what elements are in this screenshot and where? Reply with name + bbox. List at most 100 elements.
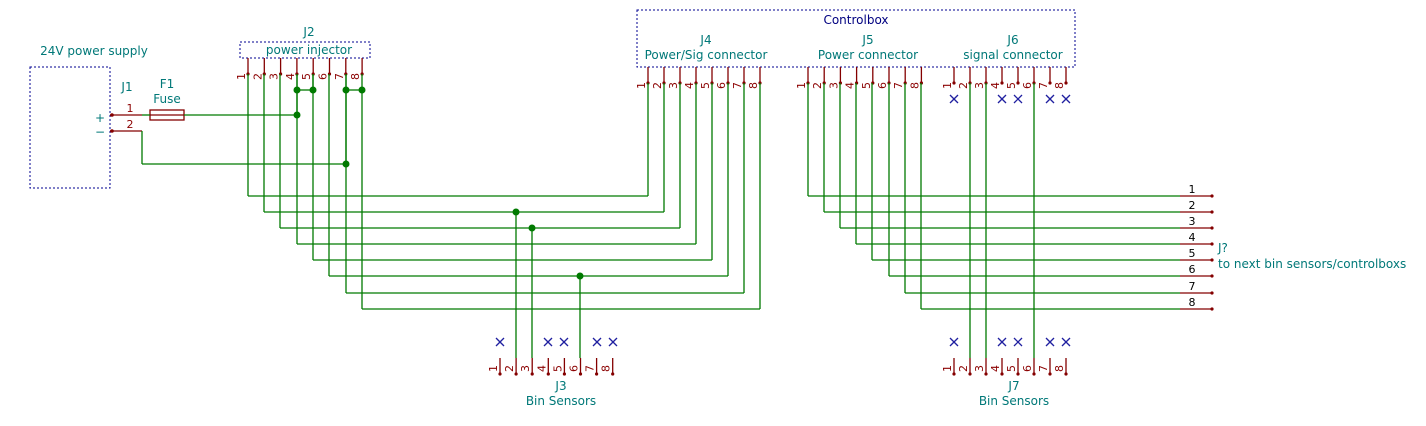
no-connect-j3-pin1: [495, 337, 505, 347]
junction-gnd-feed: [342, 160, 350, 168]
j4-value: Power/Sig connector: [645, 48, 768, 62]
no-connect-j7-pin7: [1045, 337, 1055, 347]
j7-pin7-end: [1048, 372, 1052, 376]
j2-box: [239, 41, 371, 59]
j6-pin4-label: 4: [989, 82, 1002, 89]
j3-pin4-end: [546, 372, 550, 376]
j5-pin3-label: 3: [827, 82, 840, 89]
no-connect-j6-pin7-b: [1045, 94, 1055, 104]
j5-pin4-label: 4: [844, 82, 857, 89]
j3-pin4-label: 4: [535, 365, 548, 372]
j4-pin8-label: 8: [747, 82, 760, 89]
junction-j2-pin7: [342, 86, 350, 94]
junction-j2-pin4: [293, 86, 301, 94]
j3-pin1-end: [498, 372, 502, 376]
junction-row2-j3: [512, 208, 520, 216]
j6-pin2-label: 2: [957, 82, 970, 89]
j3-pin5-label: 5: [551, 365, 564, 372]
no-connect-j3-pin7: [592, 337, 602, 347]
j1-pin1-end: [110, 113, 114, 117]
j6-pin4-end: [1000, 81, 1004, 85]
power-supply-title: 24V power supply: [40, 44, 148, 58]
j6-value: signal connector: [963, 48, 1062, 62]
j3-pin7-label: 7: [584, 365, 597, 372]
no-connect-j7-pin7-b: [1045, 337, 1055, 347]
j7-pin5-label: 5: [1005, 365, 1018, 372]
no-connect-j3-pin8: [608, 337, 618, 347]
jnext-pin8-end: [1210, 307, 1214, 311]
j3-ref: J3: [554, 379, 566, 393]
no-connect-j6-pin5-b: [1013, 94, 1023, 104]
j4-pin7-label: 7: [731, 82, 744, 89]
j4-pin6-label: 6: [715, 82, 728, 89]
jnext-pin7-end: [1210, 291, 1214, 295]
no-connect-j3-pin4-b: [543, 337, 553, 347]
jnext-value: to next bin sensors/controlboxs: [1218, 257, 1406, 271]
no-connect-j3-pin5-b: [559, 337, 569, 347]
f1-value: Fuse: [153, 92, 181, 106]
j2-pin4-label: 4: [284, 73, 297, 80]
power-supply-minus-label: −: [95, 125, 105, 139]
j7-pin1-label: 1: [941, 365, 954, 372]
j5-pin2-label: 2: [811, 82, 824, 89]
j5-pin5-label: 5: [860, 82, 873, 89]
j3-pin2-label: 2: [503, 365, 516, 372]
j3-pin3-end: [530, 372, 534, 376]
j7-pin8-label: 8: [1053, 365, 1066, 372]
no-connect-j7-pin5-b: [1013, 337, 1023, 347]
j6-pin5-end: [1016, 81, 1020, 85]
jnext-pin6-label: 6: [1189, 263, 1196, 276]
jnext-pin5-label: 5: [1189, 247, 1196, 260]
j7-pin2-label: 2: [957, 365, 970, 372]
jnext-pin7-label: 7: [1189, 280, 1196, 293]
wires: [141, 74, 1180, 358]
j4-pin3-label: 3: [667, 82, 680, 89]
j5-pin7-label: 7: [892, 82, 905, 89]
jnext-pin3-label: 3: [1189, 215, 1196, 228]
no-connect-j3-pin8-b: [608, 337, 618, 347]
power-supply-block: 24V power supply + −: [29, 44, 148, 189]
no-connect-j3-pin5: [559, 337, 569, 347]
j5-ref: J5: [861, 33, 873, 47]
jnext-pin4-end: [1210, 242, 1214, 246]
no-connect-j3-pin1-b: [495, 337, 505, 347]
j3-pin8-end: [611, 372, 615, 376]
j3-pin8-label: 8: [600, 365, 613, 372]
j6-pin5-label: 5: [1005, 82, 1018, 89]
j7-pin4-end: [1000, 372, 1004, 376]
j3-pin6-end: [578, 372, 583, 376]
j7-pin8-end: [1064, 372, 1068, 376]
j6-pin3-label: 3: [973, 82, 986, 89]
no-connect-j7-pin5: [1013, 337, 1023, 347]
j6-pin7-end: [1048, 81, 1052, 85]
j4-pin2-label: 2: [651, 82, 664, 89]
j7-pin1-end: [952, 372, 956, 376]
j6-pin8-end: [1064, 81, 1068, 85]
j4-ref: J4: [699, 33, 711, 47]
no-connect-j7-pin8-b: [1061, 337, 1071, 347]
no-connect-j7-pin4: [997, 337, 1007, 347]
j7-pin3-end: [984, 372, 988, 376]
no-connect-j6-pin8-b: [1061, 94, 1071, 104]
j7-ref: J7: [1007, 379, 1019, 393]
no-connect-j6-pin4: [997, 94, 1007, 104]
no-connect-j6-pin5: [1013, 94, 1023, 104]
j5-pin1-label: 1: [795, 82, 808, 89]
j2-ref: J2: [302, 25, 314, 39]
j6-pin6-label: 6: [1021, 82, 1034, 89]
j6-pin8-label: 8: [1053, 82, 1066, 89]
power-supply-box: [29, 66, 111, 189]
j6-pin1-label: 1: [941, 82, 954, 89]
j7-pin4-label: 4: [989, 365, 1002, 372]
jnext-pin6-end: [1210, 274, 1214, 278]
j2-value: power injector: [266, 43, 352, 57]
junction-j2-pin8: [358, 86, 366, 94]
j3-pin7-end: [595, 372, 599, 376]
j1-pin1-label: 1: [127, 102, 134, 115]
